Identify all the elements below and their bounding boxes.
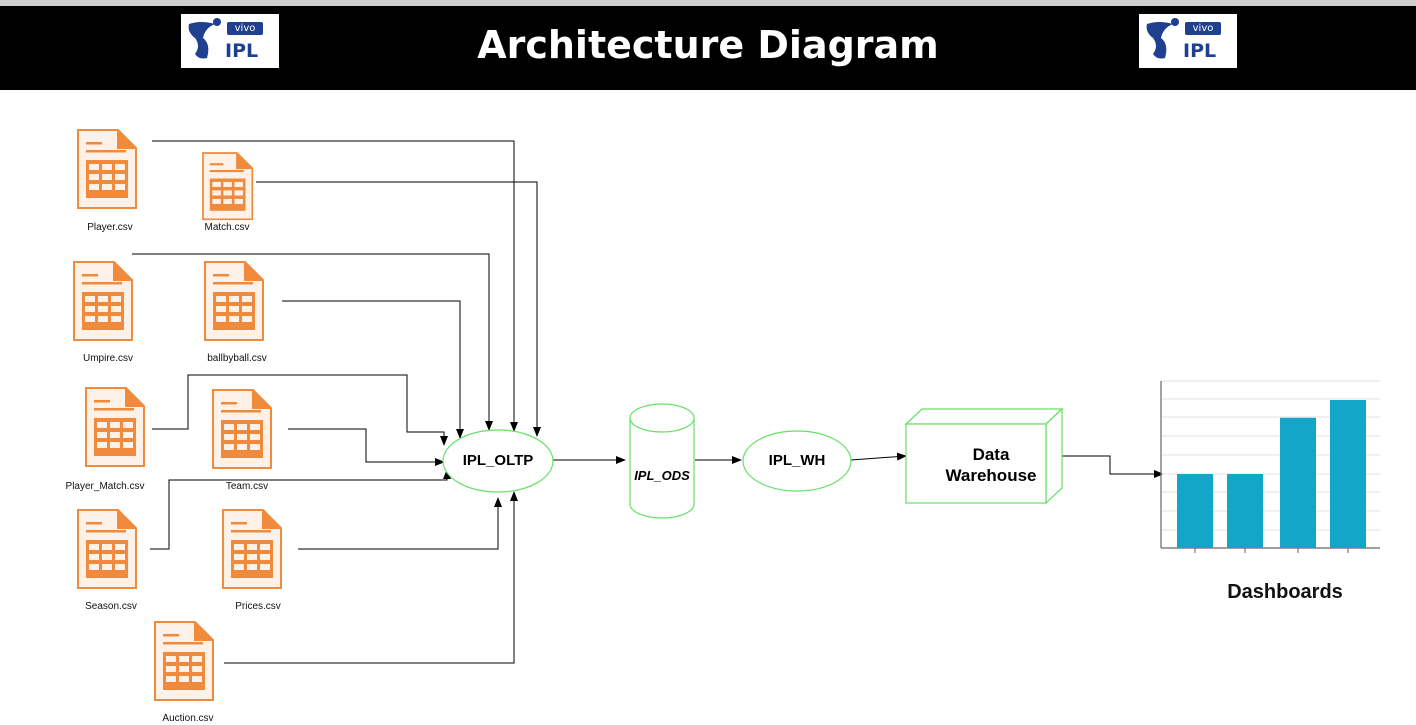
wh-label: IPL_WH: [768, 452, 826, 469]
page-title: Architecture Diagram: [477, 23, 939, 67]
csv-label: Team.csv: [225, 481, 269, 492]
ballbyball-csv-file-icon: [204, 261, 264, 341]
player-match-csv-file-icon: [85, 387, 145, 467]
ballbyball-connector: [282, 300, 464, 439]
umpire-csv-file-icon: [73, 261, 133, 341]
csv-label: Prices.csv: [235, 601, 281, 612]
csv-label: Season.csv: [85, 601, 137, 612]
dashboard-bar: [1330, 400, 1366, 548]
prices-connector: [298, 497, 502, 550]
logo-vivo-text: vivo: [1185, 22, 1221, 35]
team-csv-file-icon: [212, 389, 272, 469]
player-connector: [152, 140, 518, 432]
player-csv-file-icon: [77, 129, 137, 209]
logo-ipl-text: IPL: [225, 40, 259, 62]
ipl-logo-right: vivo IPL: [1139, 14, 1237, 68]
ods-cylinder: [629, 403, 695, 519]
season-connector: [150, 469, 451, 550]
top-border: [0, 0, 1416, 6]
umpire-connector: [132, 253, 493, 431]
dashboard-bar: [1177, 474, 1213, 548]
csv-label: Umpire.csv: [82, 353, 133, 364]
csv-label: Match.csv: [204, 222, 250, 233]
prices-csv-file-icon: [222, 509, 282, 589]
csv-label: Player_Match.csv: [65, 481, 145, 492]
wh-node: [742, 430, 852, 492]
logo-ipl-text: IPL: [1183, 40, 1217, 62]
dashboards-label: Dashboards: [1227, 581, 1343, 603]
data-warehouse-label: Data Warehouse: [945, 445, 1037, 485]
auction-csv-file-icon: [154, 621, 214, 701]
oltp-label: IPL_OLTP: [462, 452, 534, 469]
dashboard-bar: [1280, 417, 1316, 548]
team-connector: [288, 428, 445, 466]
data-warehouse-box: [904, 407, 1064, 505]
ipl-logo-left: vivo IPL: [181, 14, 279, 68]
csv-label: ballbyball.csv: [207, 353, 267, 364]
wh-to-warehouse-connector: [850, 452, 907, 461]
match-connector: [256, 181, 541, 437]
ods-label: IPL_ODS: [634, 468, 690, 483]
season-csv-file-icon: [77, 509, 137, 589]
oltp-node: [442, 429, 554, 493]
dashboard-chart: [1160, 380, 1380, 553]
csv-label: Player.csv: [87, 222, 133, 233]
match-csv-file-icon: [202, 152, 254, 221]
dashboard-bar: [1227, 474, 1263, 548]
batsman-icon: [188, 18, 221, 59]
csv-label: Auction.csv: [162, 713, 214, 724]
player-match-connector: [152, 374, 448, 446]
auction-connector: [224, 491, 518, 664]
warehouse-to-dashboard-connector: [1062, 455, 1164, 478]
batsman-icon: [1146, 18, 1179, 59]
logo-vivo-text: vivo: [227, 22, 263, 35]
